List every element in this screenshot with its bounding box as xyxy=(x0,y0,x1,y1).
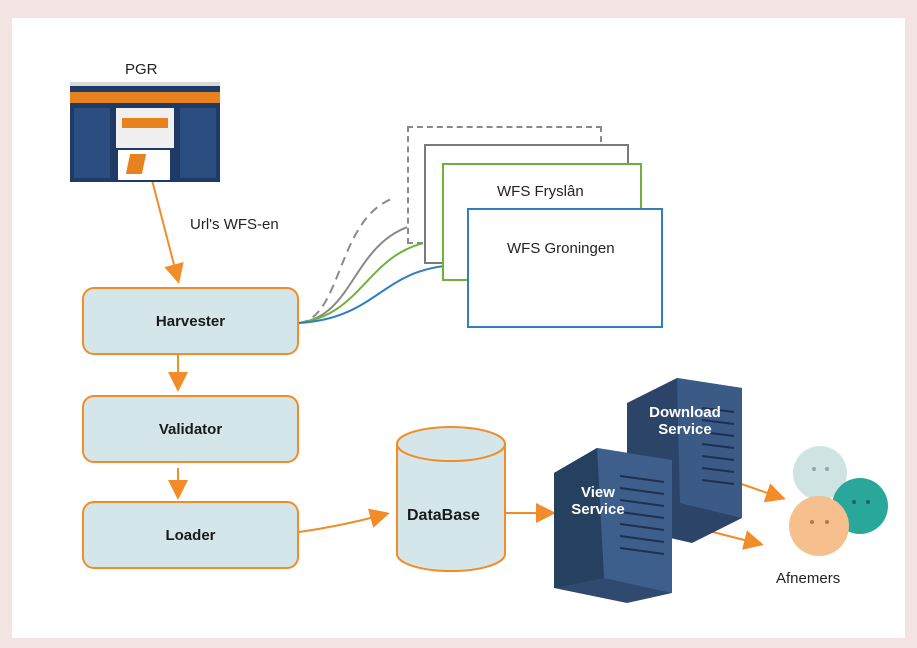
wfs-curve-green xyxy=(298,239,443,324)
harvester-step: Harvester xyxy=(82,287,299,355)
loader-step: Loader xyxy=(82,501,299,569)
wfs-groningen-box: WFS Groningen xyxy=(467,208,663,328)
database-label: DataBase xyxy=(407,507,480,524)
connector-layer xyxy=(151,179,888,603)
diagram-canvas: PGR Url's WFS-en Harvester Validator Loa… xyxy=(12,18,905,638)
wfs-curve-gray xyxy=(298,222,423,324)
afnemers-icon xyxy=(789,446,888,556)
pgr-screenshot xyxy=(70,82,220,182)
database-cylinder xyxy=(396,426,506,572)
validator-step: Validator xyxy=(82,395,299,463)
view-service-label: View Service xyxy=(568,484,628,518)
view-server-icon xyxy=(554,448,672,603)
url-wfs-edge-label: Url's WFS-en xyxy=(190,216,279,233)
loader-to-database-arrow xyxy=(298,508,390,533)
wfs-curve-blue xyxy=(298,263,468,324)
download-service-line2: Service xyxy=(658,421,712,438)
afnemers-label: Afnemers xyxy=(776,570,841,587)
download-service-label: Download Service xyxy=(640,404,730,438)
pgr-to-harvester-arrow xyxy=(151,179,184,284)
view-service-line2: Service xyxy=(571,501,625,518)
download-service-line1: Download xyxy=(649,404,721,421)
wfs-groningen-label: WFS Groningen xyxy=(507,240,615,257)
view-service-line1: View xyxy=(581,484,615,501)
wfs-curve-dashed xyxy=(298,197,395,324)
pgr-label: PGR xyxy=(125,61,158,78)
wfs-fryslan-label: WFS Fryslân xyxy=(497,183,584,200)
